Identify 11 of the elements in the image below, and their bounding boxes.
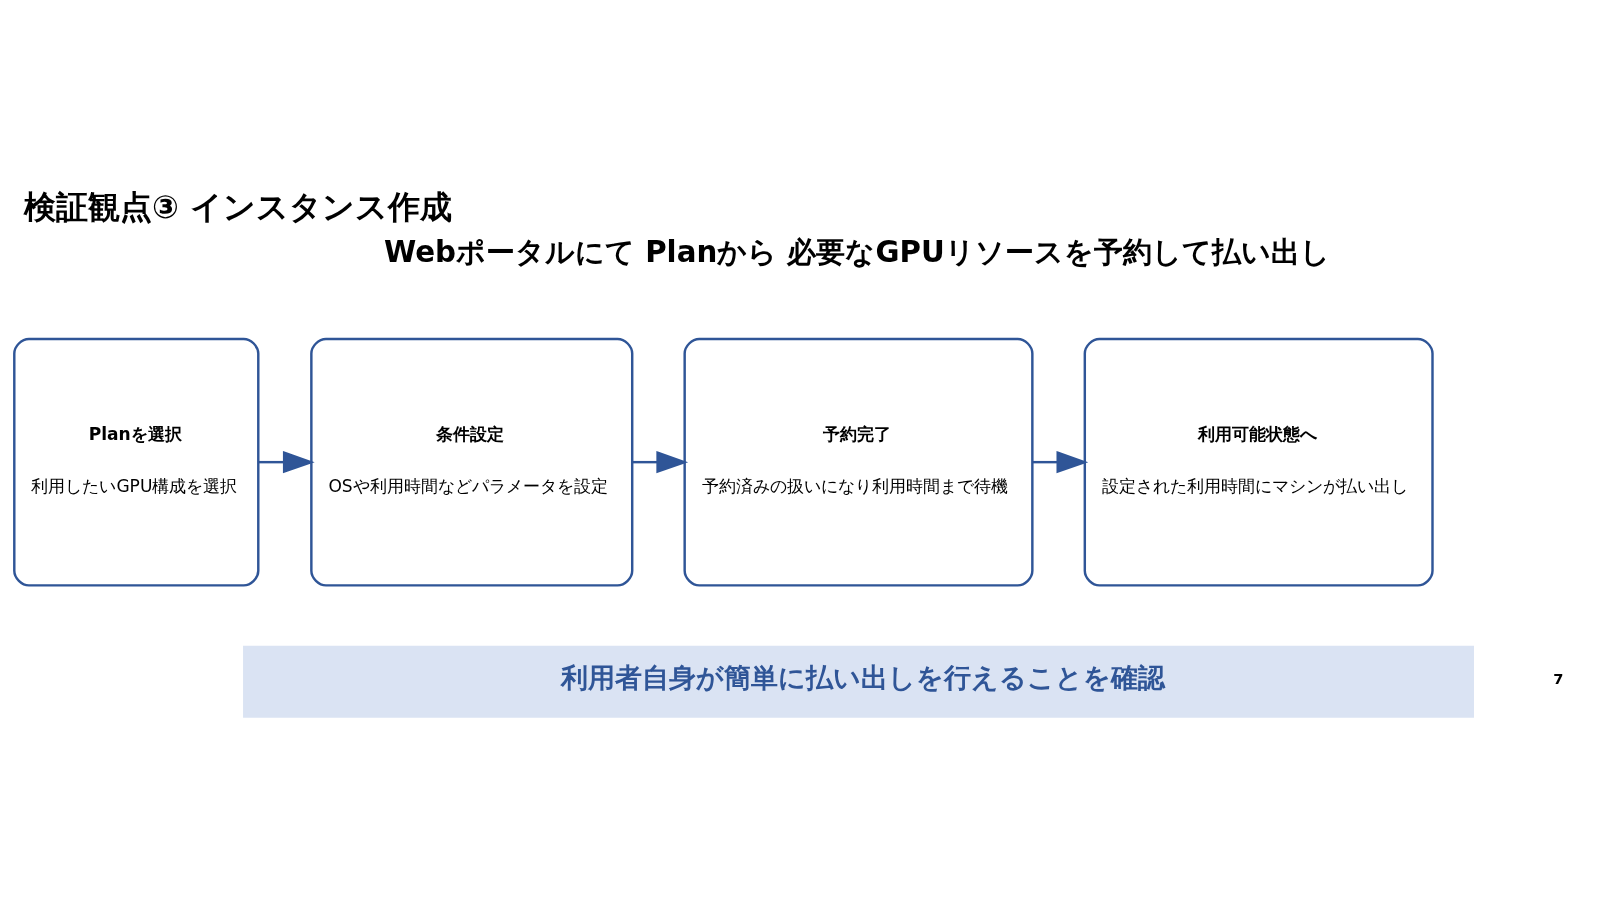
node-box: 予約完了 予約済みの扱いになり利用時間まで待機 [683, 337, 1034, 587]
arrow [632, 451, 689, 474]
label: Webポータルにて Planから 必要なGPUリソースを予約して払い出し [383, 235, 1330, 270]
arrow [1032, 451, 1089, 474]
label: 7 [1553, 670, 1564, 688]
node-box: Planを選択 利用したいGPU構成を選択 [13, 337, 260, 587]
node-box: 利用者自身が簡単に払い出しを行えることを確認 [243, 645, 1474, 718]
arrow [258, 451, 315, 474]
diagram-title: 検証観点③ インスタンス作成 [24, 188, 452, 225]
node-box: 条件設定 OSや利用時間などパラメータを設定 [310, 337, 634, 587]
node-box: 利用可能状態へ 設定された利用時間にマシンが払い出し [1083, 337, 1434, 587]
